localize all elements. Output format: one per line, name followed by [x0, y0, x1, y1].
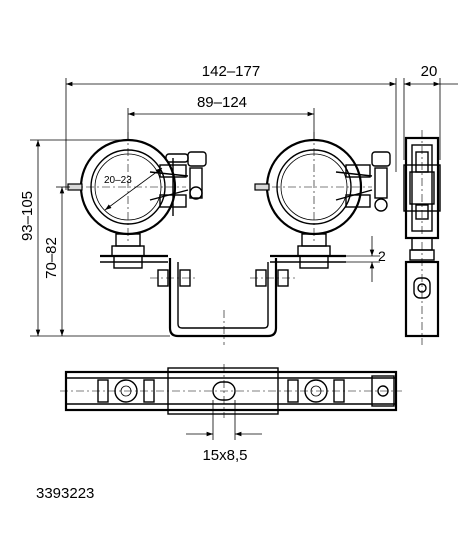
base-plates: [100, 254, 346, 263]
pipe-range-label: 20–23: [104, 175, 132, 186]
slot-label: 15x8,5: [202, 447, 247, 464]
right-pipe-clamp: [254, 132, 391, 269]
dimension-labels: 142–177 20 89–124 93–105 70–82 2 15x8,5: [19, 63, 437, 464]
dimension-lines: [30, 78, 458, 440]
u-bracket: [150, 258, 296, 345]
top-view: [60, 364, 402, 418]
left-pipe-clamp: 20–23: [67, 132, 207, 269]
side-view: [403, 130, 441, 345]
total-height-label: 93–105: [19, 191, 36, 241]
center-height-label: 70–82: [43, 237, 60, 279]
front-view: 20–23: [67, 132, 391, 345]
center-distance-label: 89–124: [197, 94, 247, 111]
part-number: 3393223: [36, 485, 94, 502]
side-width-label: 20: [421, 63, 438, 80]
overall-width-label: 142–177: [202, 63, 260, 80]
offset-label: 2: [378, 248, 386, 264]
